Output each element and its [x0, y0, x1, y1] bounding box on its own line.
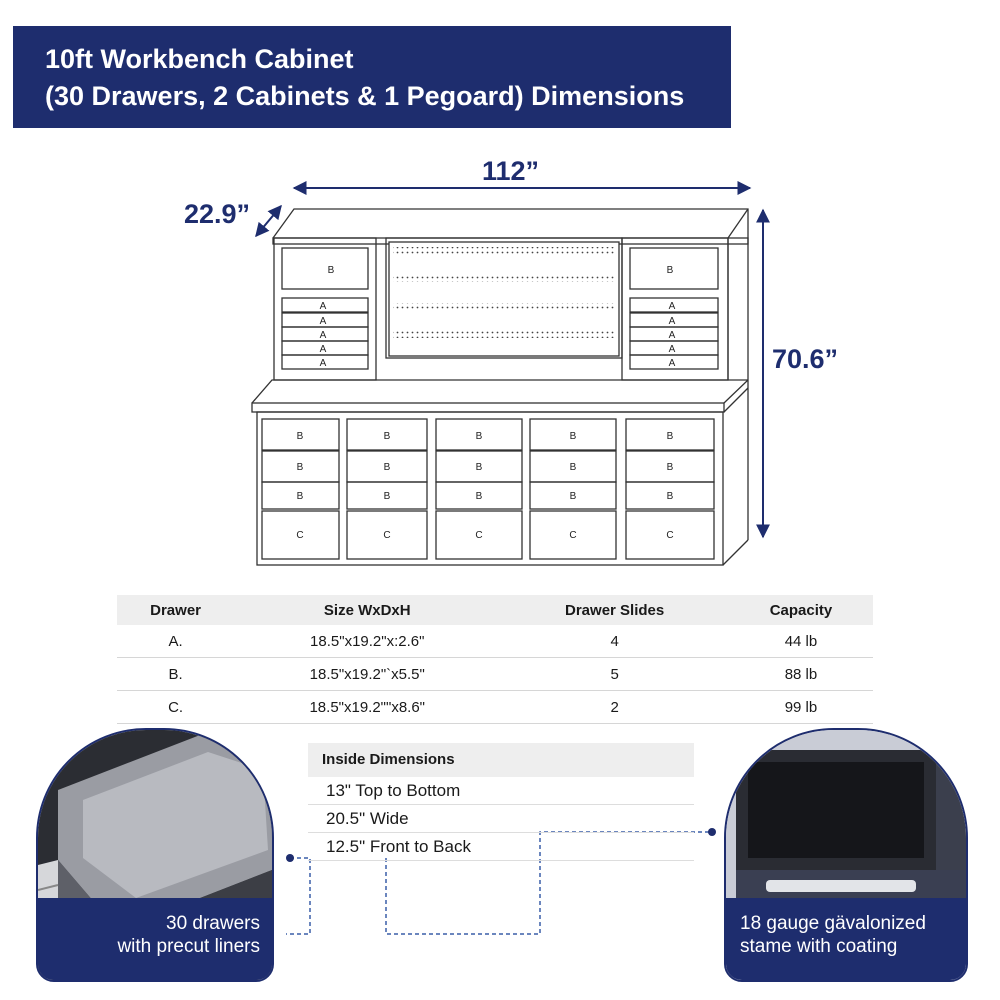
table-header-row: Drawer Size WxDxH Drawer Slides Capacity [117, 595, 873, 625]
inside-dimension-item: 20.5" Wide [308, 805, 694, 833]
base-b-label: B [297, 462, 304, 473]
pegboard [388, 241, 620, 357]
header-drawer: Drawer [117, 595, 235, 625]
cell-capacity: 88 lb [728, 657, 873, 691]
right-upper-drawer-stack [629, 247, 719, 370]
upper-left-a-label: A [320, 330, 327, 341]
cell-size: 18.5"x19.2"`x5.5" [234, 657, 501, 691]
dashed-connector-right [385, 831, 712, 935]
cell-slides: 4 [500, 625, 729, 658]
height-dimension-label: 70.6” [772, 344, 839, 374]
header-slides: Drawer Slides [500, 595, 729, 625]
upper-left-a-label: A [320, 344, 327, 355]
cell-drawer: B. [117, 657, 235, 691]
depth-dimension-label: 22.9” [184, 199, 251, 229]
base-b-label: B [570, 491, 577, 502]
depth-dimension-arrow [255, 204, 282, 238]
base-b-label: B [384, 462, 391, 473]
header-capacity: Capacity [728, 595, 873, 625]
left-upper-drawer-stack [281, 247, 369, 370]
cell-capacity: 99 lb [728, 690, 873, 724]
inside-dimension-item: 13" Top to Bottom [308, 777, 694, 805]
connector-dot-left [286, 854, 294, 862]
base-c-label: C [475, 530, 482, 541]
drawer-liner-photo: 30 drawers with precut liners [36, 728, 274, 982]
cell-capacity: 44 lb [728, 625, 873, 658]
base-b-label: B [384, 491, 391, 502]
upper-right-a-label: A [669, 358, 676, 369]
right-caption-line-1: 18 gauge gävalonized [740, 913, 926, 934]
upper-right-a-label: A [669, 330, 676, 341]
base-c-label: C [383, 530, 390, 541]
upper-left-a-label: A [320, 358, 327, 369]
cell-size: 18.5"x19.2"x:2.6" [234, 625, 501, 658]
inside-dimension-item: 12.5" Front to Back [308, 833, 694, 861]
connector-dot-right [708, 828, 716, 836]
cell-slides: 2 [500, 690, 729, 724]
upper-right-a-label: A [669, 301, 676, 312]
base-c-label: C [666, 530, 673, 541]
base-b-label: B [476, 431, 483, 442]
upper-left-b-label: B [328, 265, 335, 276]
table-row: C. 18.5"x19.2""x8.6" 2 99 lb [117, 690, 873, 724]
width-dimension-label: 112” [482, 156, 540, 186]
inside-dimensions-title: Inside Dimensions [308, 743, 694, 777]
cell-drawer: A. [117, 625, 235, 658]
base-b-label: B [297, 431, 304, 442]
base-b-label: B [297, 491, 304, 502]
cell-drawer: C. [117, 690, 235, 724]
cell-size: 18.5"x19.2""x8.6" [234, 690, 501, 724]
base-b-label: B [476, 462, 483, 473]
upper-right-b-label: B [667, 265, 674, 276]
title-line-1: 10ft Workbench Cabinet [45, 44, 354, 74]
left-caption: 30 drawers with precut liners [38, 898, 272, 980]
dashed-connector-left [286, 857, 311, 935]
right-caption-line-2: stame with coating [740, 936, 898, 957]
base-b-label: B [570, 462, 577, 473]
base-b-label: B [570, 431, 577, 442]
upper-left-a-label: A [320, 316, 327, 327]
table-row: A. 18.5"x19.2"x:2.6" 4 44 lb [117, 625, 873, 658]
right-caption: 18 gauge gävalonized stame with coating [726, 898, 966, 980]
base-c-label: C [569, 530, 576, 541]
drawer-spec-table: Drawer Size WxDxH Drawer Slides Capacity… [117, 595, 873, 724]
upper-right-a-label: A [669, 316, 676, 327]
base-c-label: C [296, 530, 303, 541]
base-drawer-columns [261, 418, 715, 560]
inside-dimensions-panel: Inside Dimensions 13" Top to Bottom 20.5… [308, 743, 694, 861]
base-b-label: B [476, 491, 483, 502]
steel-frame-illustration [726, 730, 966, 980]
left-caption-line-2: with precut liners [117, 936, 260, 957]
base-b-label: B [384, 431, 391, 442]
upper-left-a-label: A [320, 301, 327, 312]
left-caption-line-1: 30 drawers [166, 913, 260, 934]
steel-frame-photo: 18 gauge gävalonized stame with coating [724, 728, 968, 982]
base-b-label: B [667, 431, 674, 442]
base-cabinet [256, 411, 749, 566]
upper-right-a-label: A [669, 344, 676, 355]
cell-slides: 5 [500, 657, 729, 691]
base-b-label: B [667, 491, 674, 502]
base-b-label: B [667, 462, 674, 473]
title-line-2: (30 Drawers, 2 Cabinets & 1 Pegoard) Dim… [45, 81, 685, 111]
title-banner: 10ft Workbench Cabinet (30 Drawers, 2 Ca… [13, 26, 731, 128]
header-size: Size WxDxH [234, 595, 501, 625]
table-row: B. 18.5"x19.2"`x5.5" 5 88 lb [117, 657, 873, 691]
